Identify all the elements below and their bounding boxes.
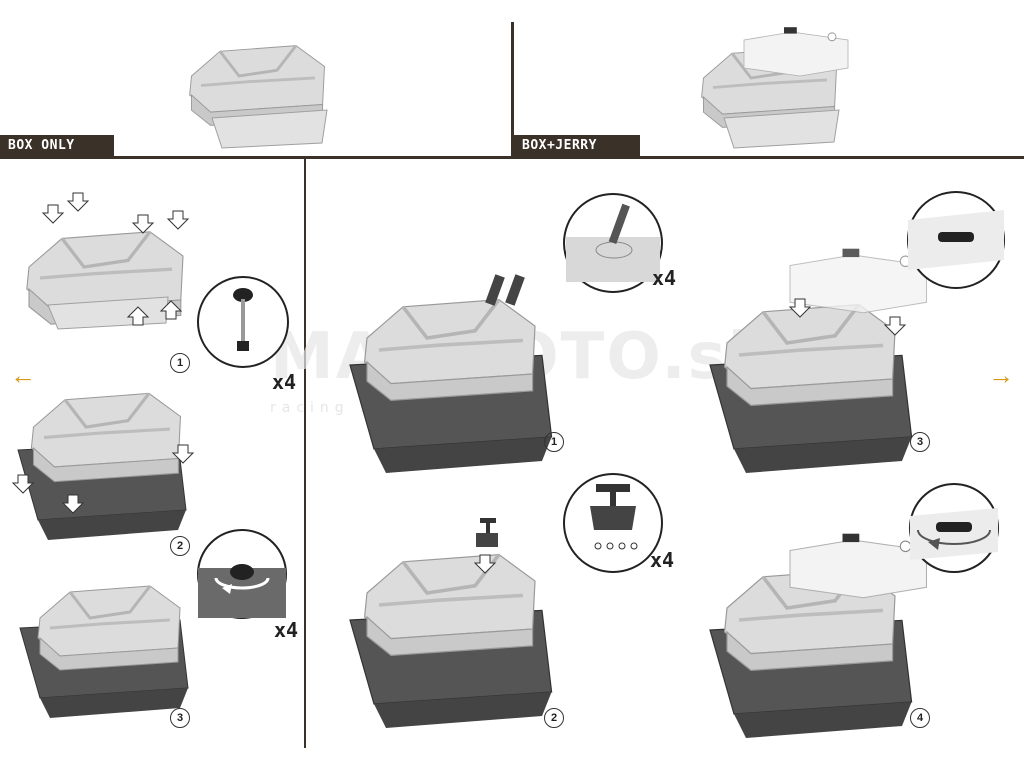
left-step-2-number: 2 [170, 536, 190, 556]
next-arrow-icon[interactable]: → [988, 360, 1014, 390]
right-step-2-number: 2 [544, 708, 564, 728]
left-step-1-multiplier: x4 [272, 370, 297, 394]
right-step-1-illustration [349, 274, 553, 474]
left-step-3-number: 3 [170, 708, 190, 728]
right-step-1-multiplier: x4 [652, 266, 677, 290]
box-only-illustration [188, 44, 328, 149]
right-step-2-part-icon [476, 518, 498, 547]
right-step-3-number: 3 [910, 432, 930, 452]
left-step-1-illustration [25, 192, 190, 330]
divider-top-vertical [511, 22, 514, 158]
left-step-1-detail-circle [197, 276, 289, 368]
left-step-3-multiplier: x4 [274, 618, 299, 642]
divider-main-vertical [304, 158, 306, 748]
right-step-1-number: 1 [544, 432, 564, 452]
right-step-3-illustration [709, 248, 928, 474]
divider-top-horizontal [0, 156, 1024, 159]
right-step-4-detail-circle [909, 483, 999, 573]
left-step-2-illustration [11, 391, 195, 541]
right-step-1-detail-circle [563, 193, 663, 293]
right-step-2-multiplier: x4 [650, 548, 675, 572]
right-step-2-detail-circle [563, 473, 663, 573]
right-step-4-illustration [709, 533, 928, 739]
right-step-2-illustration [349, 552, 553, 729]
left-step-3-illustration [19, 584, 189, 719]
right-step-3-detail-circle [907, 191, 1005, 289]
box-jerry-cans-illustration [700, 26, 849, 149]
left-step-3-detail-circle [197, 529, 287, 619]
right-step-4-number: 4 [910, 708, 930, 728]
prev-arrow-icon[interactable]: ← [10, 360, 36, 390]
left-step-1-number: 1 [170, 353, 190, 373]
section-tag-box-jerry-cans: BOX+JERRY CANS [514, 135, 640, 175]
section-tag-box-only: BOX ONLY [0, 135, 114, 157]
